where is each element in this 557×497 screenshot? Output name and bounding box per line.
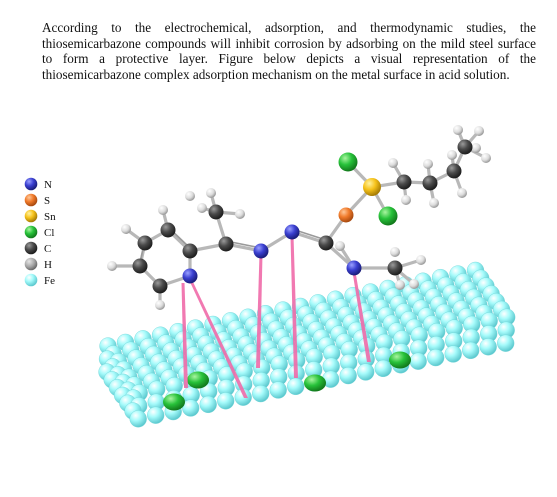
atom-h <box>235 209 245 219</box>
legend-swatch-sn <box>24 209 38 223</box>
fe-atom <box>182 399 200 417</box>
adsorption-links <box>181 236 371 398</box>
atom-c <box>182 243 198 259</box>
adsorption-bond <box>256 254 263 368</box>
fe-atom <box>357 363 375 381</box>
atom-h <box>121 224 131 234</box>
adsorption-bond <box>352 272 371 362</box>
atom-c <box>457 139 473 155</box>
fe-atom <box>217 392 235 410</box>
atom-c <box>218 236 234 252</box>
fe-atom <box>497 334 515 352</box>
atom-h <box>453 125 463 135</box>
fe-atom <box>252 385 270 403</box>
fe-atom <box>374 359 392 377</box>
fe-atom <box>479 338 497 356</box>
thiosemicarbazone-complex-molecule <box>107 125 491 310</box>
atom-h <box>423 159 433 169</box>
legend-label-n: N <box>44 179 52 191</box>
fe-atom <box>269 381 287 399</box>
legend-swatch-c <box>24 241 38 255</box>
atom-cl <box>338 152 358 172</box>
atom-n <box>253 243 269 259</box>
atom-h <box>107 261 117 271</box>
fe-atom <box>444 345 462 363</box>
fe-atom <box>427 349 445 367</box>
atom-h <box>197 203 207 213</box>
legend-swatch-fe <box>24 273 38 287</box>
chloride-adsorbed-atom <box>304 374 326 392</box>
fe-atom <box>199 395 217 413</box>
atom-cl <box>378 206 398 226</box>
legend-label-sn: Sn <box>44 211 56 223</box>
atom-c <box>318 235 334 251</box>
atom-h <box>395 280 405 290</box>
fe-atom <box>287 377 305 395</box>
legend-label-c: C <box>44 243 51 255</box>
legend-label-s: S <box>44 195 50 207</box>
atom-c <box>422 175 438 191</box>
legend-swatch-h <box>24 257 38 271</box>
legend-label-fe: Fe <box>44 275 55 287</box>
atom-h <box>206 188 216 198</box>
iron-surface-slab <box>98 261 516 428</box>
fe-atom <box>409 352 427 370</box>
atom-h <box>390 247 400 257</box>
atom-c <box>387 260 403 276</box>
fe-atom <box>339 367 357 385</box>
atom-h <box>335 241 345 251</box>
adsorption-bond <box>190 283 248 398</box>
fe-atom <box>462 341 480 359</box>
atom-h <box>185 191 195 201</box>
figure-caption-paragraph: According to the electrochemical, adsorp… <box>42 20 536 82</box>
atom-h <box>158 205 168 215</box>
atom-h <box>481 153 491 163</box>
atom-h <box>409 279 419 289</box>
atom-h <box>474 126 484 136</box>
atom-c <box>160 222 176 238</box>
atom-sn <box>363 178 381 196</box>
atom-n <box>346 260 362 276</box>
atom-c <box>208 204 224 220</box>
chloride-adsorbed-atom <box>389 351 411 369</box>
atom-c <box>132 258 148 274</box>
legend-label-h: H <box>44 259 52 271</box>
atom-h <box>416 255 426 265</box>
chloride-adsorbed-atom <box>187 371 209 389</box>
legend-swatch-cl <box>24 225 38 239</box>
atom-n <box>284 224 300 240</box>
fe-atom <box>147 406 165 424</box>
atom-c <box>152 278 168 294</box>
adsorption-bond <box>181 283 188 388</box>
legend-label-cl: Cl <box>44 227 54 239</box>
atom-c <box>446 163 462 179</box>
atom-h <box>429 198 439 208</box>
legend-swatch-n <box>24 177 38 191</box>
atom-h <box>471 143 481 153</box>
atom-n <box>182 268 198 284</box>
atom-c <box>396 174 412 190</box>
adsorption-bond <box>290 236 298 378</box>
atom-h <box>447 150 457 160</box>
atom-h <box>388 158 398 168</box>
atom-h <box>401 195 411 205</box>
atom-h <box>155 300 165 310</box>
atom-h <box>457 188 467 198</box>
atom-c <box>137 235 153 251</box>
chloride-adsorbed-atom <box>163 393 185 411</box>
fe-atom <box>129 410 147 428</box>
legend-swatch-s <box>24 193 38 207</box>
atom-s <box>338 207 354 223</box>
